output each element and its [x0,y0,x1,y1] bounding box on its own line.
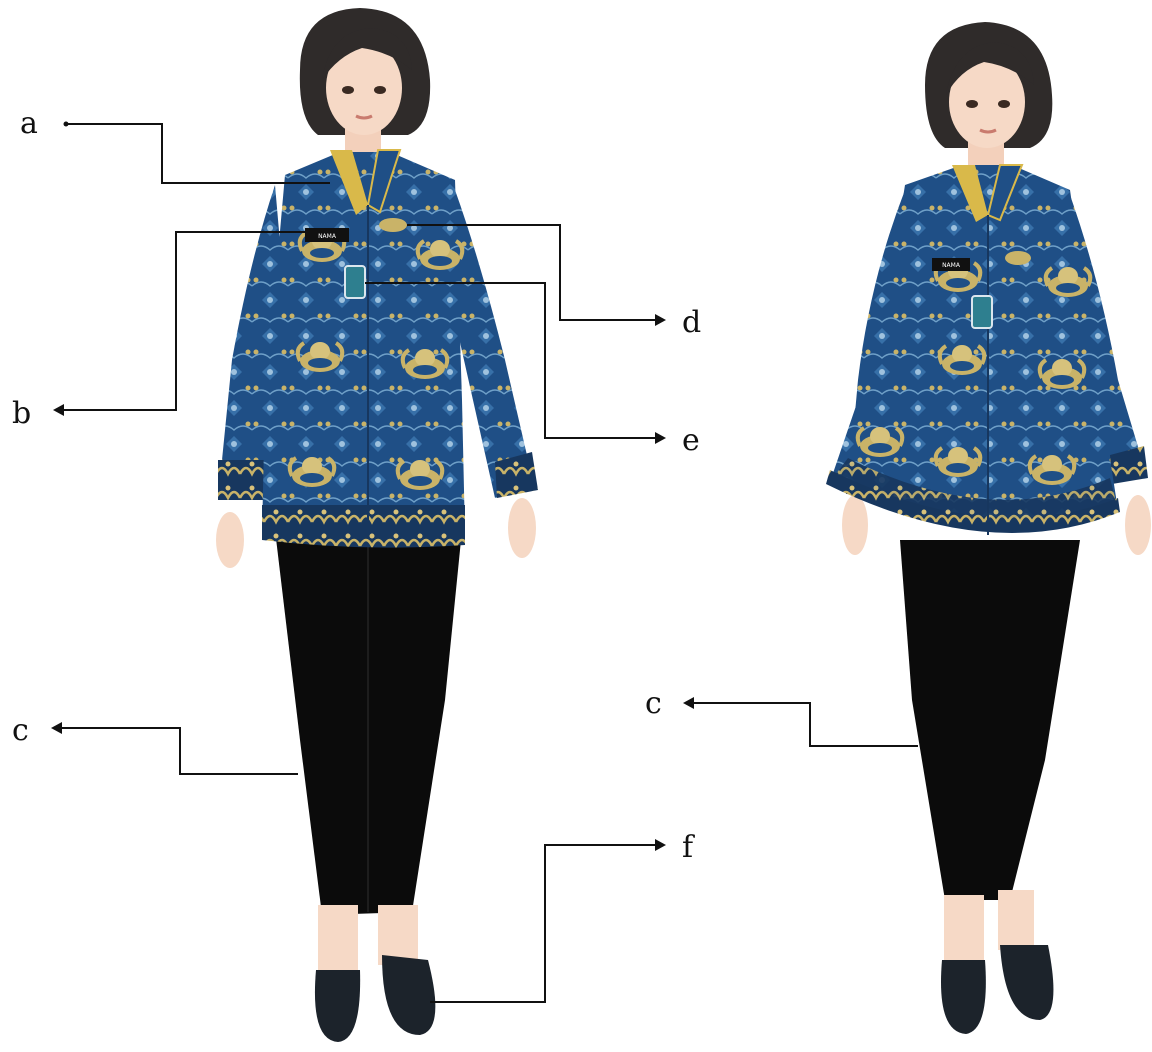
leader-c-left [60,727,298,775]
right-face [949,56,1025,148]
leader-f [430,844,656,1003]
leader-e [365,282,656,439]
callout-e: e [365,282,700,458]
label-a: a [20,106,38,141]
right-trousers [900,540,1080,900]
right-shoe-2 [1000,945,1054,1020]
label-f: f [682,830,695,865]
callout-a: a [20,106,330,184]
right-id-badge [971,295,993,329]
leader-d [407,224,656,321]
left-id-badge [344,265,366,299]
label-b: b [12,396,31,431]
left-hand-right [508,498,536,558]
left-shoe-1 [314,970,361,1042]
right-figure: NAMA [826,22,1151,1034]
right-emblem-pin [1005,251,1031,265]
callout-d: d [407,224,701,340]
callout-f: f [430,830,695,1003]
right-name-tag-text: NAMA [942,262,961,269]
label-c-left: c [12,713,29,748]
left-hair-fringe [322,28,412,80]
callout-c-right: c [645,686,918,747]
callout-b: b [12,231,305,431]
callout-c-left: c [12,713,298,775]
leader-c-right [692,702,918,747]
label-e: e [682,423,700,458]
left-sleeve-right [455,190,535,498]
right-shoe-1 [941,960,986,1034]
left-name-tag [305,228,349,242]
left-shoe-2 [382,955,436,1035]
leader-a [66,123,330,184]
left-name-tag-text: NAMA [318,233,337,240]
right-name-tag [932,258,970,271]
left-collar [330,150,368,215]
right-hair-fringe [946,42,1034,95]
left-emblem-pin [379,218,407,232]
left-figure: NAMA [216,8,538,1042]
label-d: d [682,305,701,340]
left-hand-left [216,512,244,568]
left-face [326,41,402,135]
leader-b [62,231,305,411]
label-c-right: c [645,686,662,721]
